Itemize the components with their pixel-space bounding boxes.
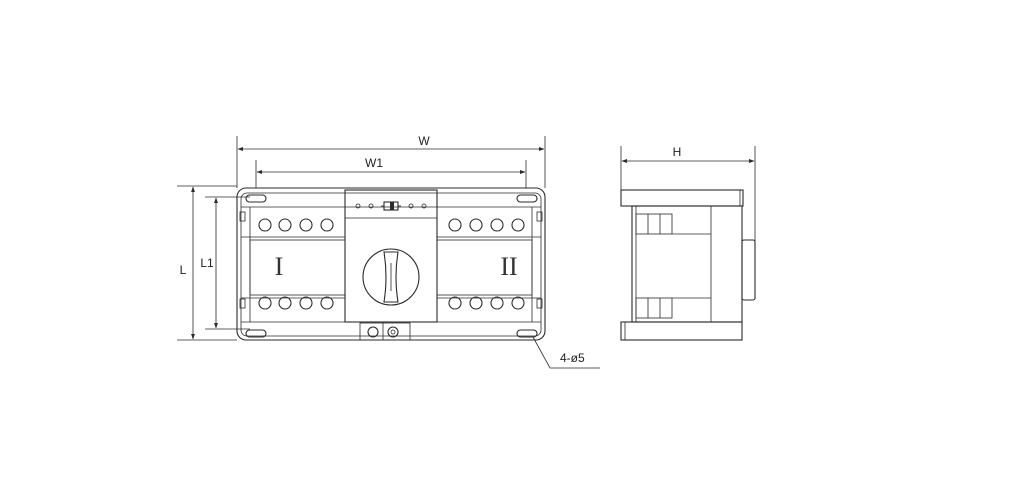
side-view: H xyxy=(620,145,756,341)
side-main-block xyxy=(631,205,743,323)
center-control xyxy=(344,189,438,341)
mounting-slots xyxy=(245,194,538,338)
dimension-h: H xyxy=(620,145,756,245)
dimension-l: L xyxy=(177,185,237,341)
module-right-panel xyxy=(436,239,533,296)
dimension-label-w1: W1 xyxy=(365,156,383,170)
edge-screws xyxy=(239,211,543,309)
hole-callout: 4-ø5 xyxy=(532,336,600,369)
dimension-l1: L1 xyxy=(200,196,250,330)
module-left: I xyxy=(249,218,346,310)
hole-callout-label: 4-ø5 xyxy=(560,351,585,365)
rotary-handle xyxy=(362,248,420,306)
dimension-label-l1: L1 xyxy=(200,256,214,270)
source-two-label: II xyxy=(500,252,517,281)
side-top-flange xyxy=(620,189,744,207)
dimension-label-l: L xyxy=(180,263,187,277)
bottom-sockets xyxy=(359,322,411,341)
terminals-left-top xyxy=(258,218,334,232)
front-view: W W1 L L1 xyxy=(177,134,600,369)
terminals-left-bottom xyxy=(258,296,334,310)
side-terminals xyxy=(635,213,711,319)
module-left-panel xyxy=(249,239,346,296)
slot-bottom-right xyxy=(516,329,538,338)
module-right: II xyxy=(436,218,533,310)
source-one-label: I xyxy=(275,252,284,281)
slot-top-right xyxy=(516,194,538,203)
dimension-label-h: H xyxy=(673,145,682,159)
slot-top-left xyxy=(245,194,267,203)
terminals-right-bottom xyxy=(448,296,525,310)
side-handle-knob xyxy=(741,239,756,301)
indicator-lights xyxy=(355,203,427,209)
slot-bottom-left xyxy=(245,329,267,338)
dimension-w: W xyxy=(236,134,546,188)
side-base xyxy=(620,321,743,341)
dimension-label-w: W xyxy=(418,134,430,148)
dimension-w1: W1 xyxy=(255,156,527,188)
mode-selector-icon xyxy=(381,201,401,211)
terminals-right-top xyxy=(448,218,525,232)
center-housing xyxy=(344,189,438,323)
